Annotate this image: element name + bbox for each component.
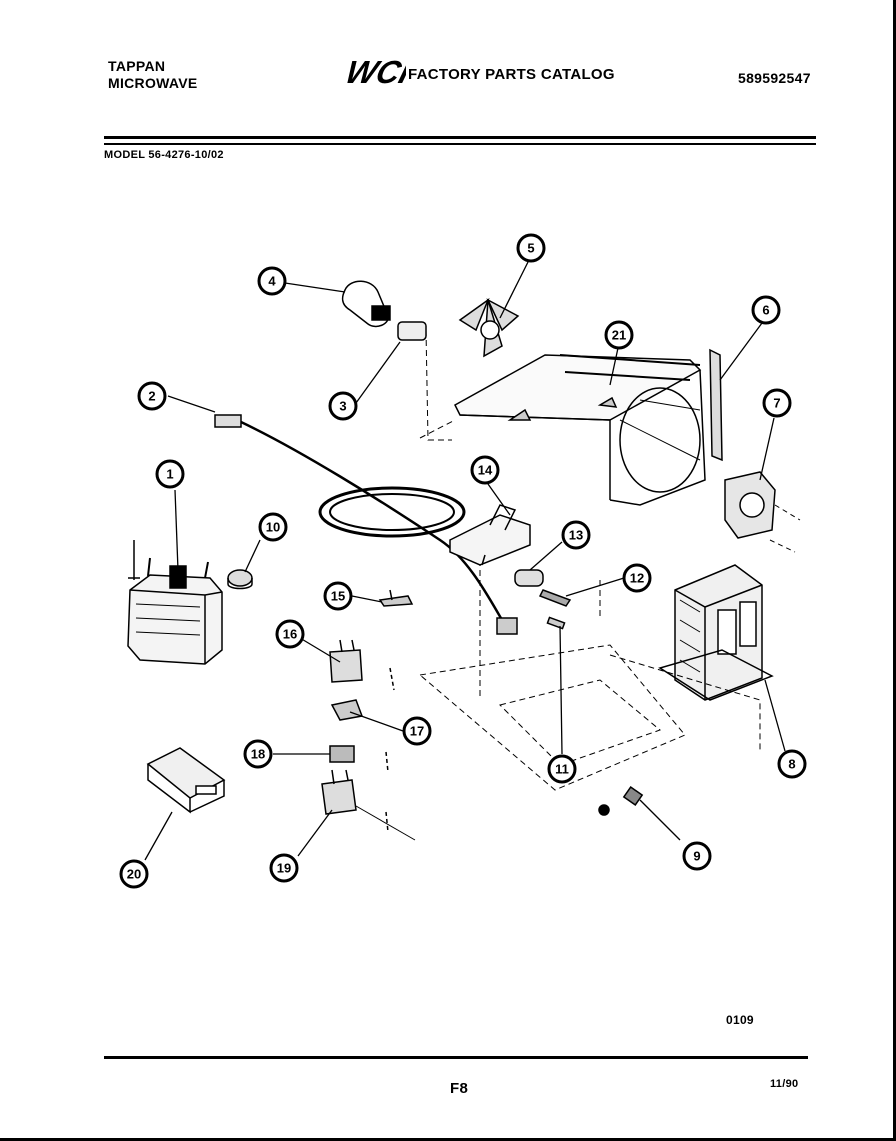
diode-drawing xyxy=(598,786,644,816)
callout-circle xyxy=(269,853,299,883)
callout-circle xyxy=(275,619,305,649)
callout-18: 18 xyxy=(243,739,273,769)
callout-10: 10 xyxy=(258,512,288,542)
callout-12: 12 xyxy=(622,563,652,593)
callout-circle xyxy=(243,739,273,769)
callout-circle xyxy=(762,388,792,418)
callout-8: 8 xyxy=(777,749,807,779)
fuse-drawing xyxy=(546,616,566,630)
callout-number: 18 xyxy=(251,747,265,762)
footer-rule xyxy=(104,1056,808,1059)
callout-1: 1 xyxy=(155,459,185,489)
callout-number: 8 xyxy=(788,757,795,772)
callout-circle xyxy=(604,320,634,350)
brand-name: TAPPAN MICROWAVE xyxy=(108,58,198,92)
callout-19: 19 xyxy=(269,853,299,883)
callout-number: 9 xyxy=(693,849,700,864)
callout-circle xyxy=(682,841,712,871)
callout-number: 5 xyxy=(527,241,534,256)
callout-circle xyxy=(137,381,167,411)
callout-number: 10 xyxy=(266,520,280,535)
callout-7: 7 xyxy=(762,388,792,418)
brand-line-2: MICROWAVE xyxy=(108,75,198,91)
callout-13: 13 xyxy=(561,520,591,550)
figure-code: 0109 xyxy=(726,1013,754,1027)
callout-number: 12 xyxy=(630,571,644,586)
fan-blade-drawing xyxy=(458,297,520,358)
model-label: MODEL 56-4276-10/02 xyxy=(104,149,224,161)
callout-14: 14 xyxy=(470,455,500,485)
callout-17: 17 xyxy=(402,716,432,746)
callout-21: 21 xyxy=(604,320,634,350)
callout-number: 16 xyxy=(283,627,297,642)
callout-number: 3 xyxy=(339,399,346,414)
power-cord-drawing xyxy=(214,414,518,635)
callout-20: 20 xyxy=(119,859,149,889)
callout-circle xyxy=(257,266,287,296)
callout-2: 2 xyxy=(137,381,167,411)
fan-motor-drawing xyxy=(724,471,801,553)
callout-11: 11 xyxy=(547,754,577,784)
callout-number: 19 xyxy=(277,861,291,876)
interlock-switch-lower-drawing xyxy=(321,769,416,841)
callout-circle xyxy=(470,455,500,485)
header-rule-bottom xyxy=(104,143,816,145)
logo-lettering: WCI xyxy=(342,54,406,88)
callout-circle xyxy=(258,512,288,542)
chassis-frame-drawing xyxy=(419,348,723,506)
callout-number: 21 xyxy=(612,328,626,343)
callout-circle xyxy=(402,716,432,746)
base-plate-outline xyxy=(418,560,761,791)
callout-number: 11 xyxy=(555,762,569,777)
callout-number: 1 xyxy=(166,467,173,482)
page-label: F8 xyxy=(450,1080,469,1097)
magnetron-drawing xyxy=(127,540,223,665)
callout-15: 15 xyxy=(323,581,353,611)
callout-number: 4 xyxy=(268,274,276,289)
lamp-assembly-drawing xyxy=(341,280,452,441)
callout-circle xyxy=(516,233,546,263)
callout-4: 4 xyxy=(257,266,287,296)
callout-number: 13 xyxy=(569,528,583,543)
callout-number: 20 xyxy=(127,867,141,882)
callout-6: 6 xyxy=(751,295,781,325)
brand-line-1: TAPPAN xyxy=(108,58,166,74)
callout-number: 2 xyxy=(148,389,155,404)
callout-number: 15 xyxy=(331,589,345,604)
callout-circle xyxy=(561,520,591,550)
callout-9: 9 xyxy=(682,841,712,871)
callout-circle xyxy=(323,581,353,611)
callout-3: 3 xyxy=(328,391,358,421)
leader-lines xyxy=(144,261,786,861)
callout-circle xyxy=(155,459,185,489)
relay-bracket-drawing xyxy=(449,504,572,607)
callout-number: 6 xyxy=(762,303,769,318)
capacitor-drawing xyxy=(227,569,253,590)
clip-drawing xyxy=(378,589,414,607)
callout-number: 7 xyxy=(773,396,780,411)
switch-actuator-drawing xyxy=(330,699,364,721)
callout-circle xyxy=(328,391,358,421)
header-rule-top xyxy=(104,136,816,139)
callout-circle xyxy=(622,563,652,593)
catalog-title: FACTORY PARTS CATALOG xyxy=(408,66,615,83)
catalog-number: 589592547 xyxy=(738,70,811,86)
wci-logo: WCI xyxy=(342,54,406,88)
callout-circle xyxy=(777,749,807,779)
callout-circle xyxy=(547,754,577,784)
revision-date: 11/90 xyxy=(770,1078,799,1090)
callout-circle xyxy=(751,295,781,325)
callout-16: 16 xyxy=(275,619,305,649)
callout-number: 17 xyxy=(410,724,424,739)
control-module-drawing xyxy=(146,747,226,814)
transformer-drawing xyxy=(658,564,774,701)
callout-5: 5 xyxy=(516,233,546,263)
monitor-switch-drawing xyxy=(329,745,389,773)
callout-circle xyxy=(119,859,149,889)
callout-number: 14 xyxy=(478,463,493,478)
interlock-switch-upper-drawing xyxy=(329,639,395,691)
